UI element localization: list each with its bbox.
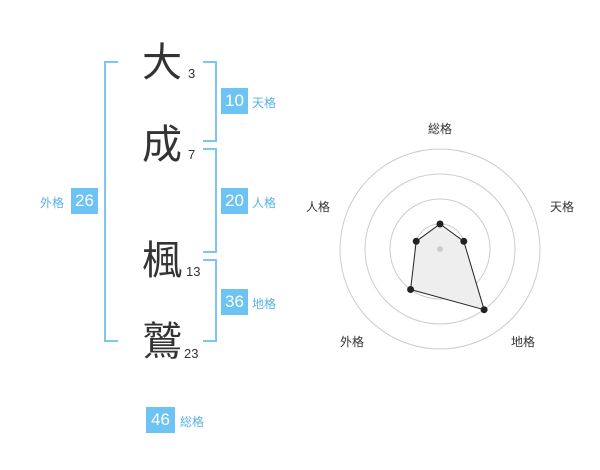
stroke-count-2: 7 <box>188 147 196 162</box>
radar-axis-label-tenkaku: 天格 <box>550 200 575 214</box>
jinkaku-bracket <box>203 148 217 253</box>
name-char-1: 大 <box>142 40 182 86</box>
jinkaku-label: 人格 <box>252 196 277 210</box>
name-char-4: 鷲 <box>142 319 182 365</box>
name-char-2: 成 <box>142 122 182 168</box>
radar-axis-label-soukaku: 総格 <box>428 122 453 136</box>
gaikaku-bracket <box>104 61 118 342</box>
radar-axis-label-jinkaku: 人格 <box>306 200 331 214</box>
radar-point-1 <box>460 237 468 245</box>
gaikaku-label: 外格 <box>40 196 65 210</box>
chikaku-value: 36 <box>221 289 248 315</box>
radar-axis-label-chikaku: 地格 <box>511 335 536 349</box>
radar-point-0 <box>436 220 444 228</box>
radar-point-4 <box>412 237 420 245</box>
radar-ring-2 <box>389 198 491 300</box>
chikaku-bracket <box>203 259 217 342</box>
chikaku-label: 地格 <box>252 297 277 311</box>
tenkaku-value: 10 <box>221 88 248 114</box>
radar-score-polygon <box>410 223 485 311</box>
radar-axis-label-gaikaku: 外格 <box>340 335 365 349</box>
radar-center-dot <box>437 246 443 252</box>
soukaku-value: 46 <box>146 407 175 433</box>
jinkaku-value: 20 <box>221 188 248 214</box>
radar-ring-3 <box>364 173 516 325</box>
tenkaku-bracket <box>203 61 217 142</box>
radar-point-2 <box>480 306 488 314</box>
stroke-count-3: 13 <box>186 264 201 279</box>
stroke-count-4: 23 <box>184 346 199 361</box>
stroke-count-1: 3 <box>188 66 196 81</box>
soukaku-label: 総格 <box>180 415 205 429</box>
tenkaku-label: 天格 <box>252 96 277 110</box>
radar-point-3 <box>407 286 415 293</box>
radar-ring-4 <box>339 148 541 350</box>
gaikaku-value: 26 <box>71 188 98 214</box>
name-char-3: 楓 <box>142 238 182 284</box>
